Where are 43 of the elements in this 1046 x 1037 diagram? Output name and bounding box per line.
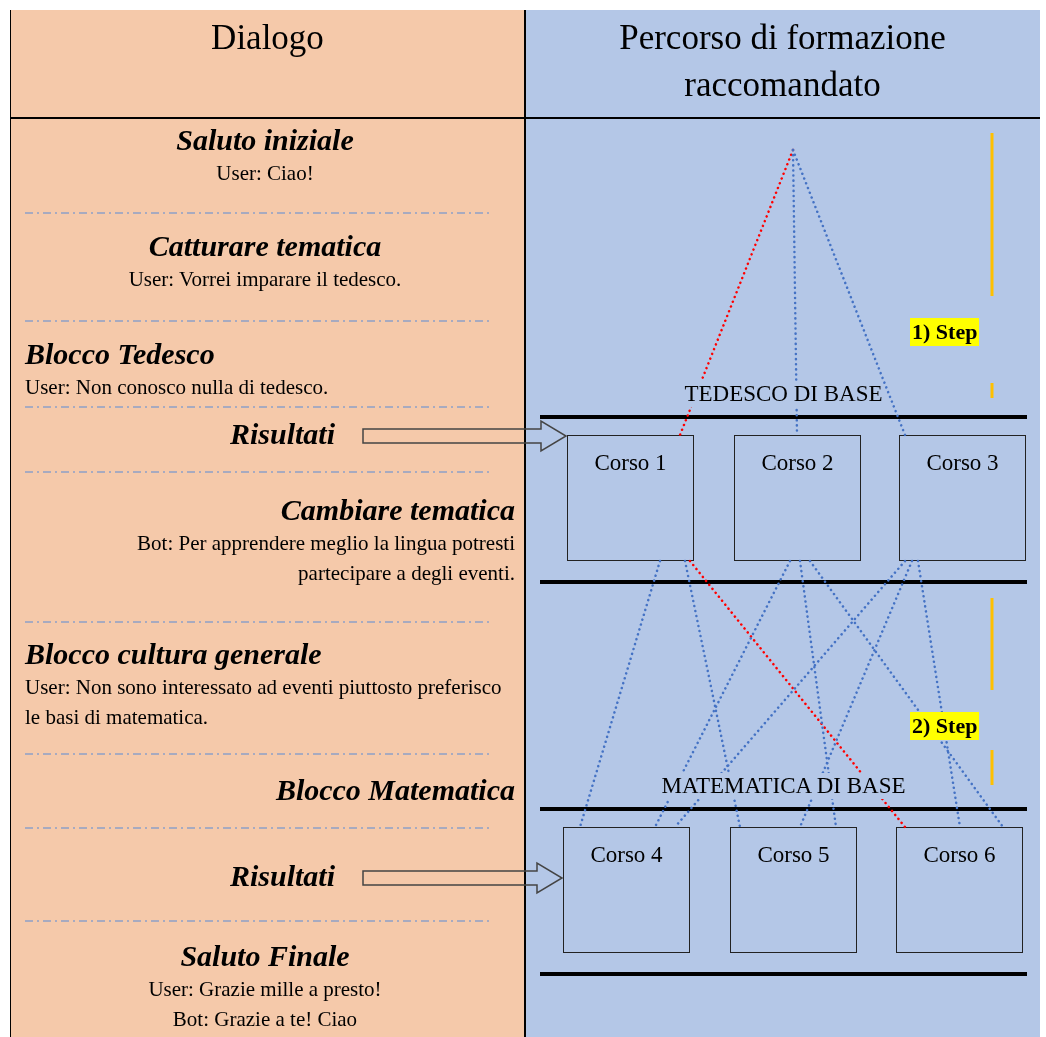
course-box	[734, 435, 861, 561]
level-title: MATEMATICA DI BASE	[661, 773, 906, 799]
block-arrow	[362, 419, 568, 453]
dotted-connector	[791, 148, 907, 437]
course-level-band	[540, 381, 1027, 584]
dialogue-text: User: Grazie mille a presto!	[147, 976, 383, 1003]
section-heading: Saluto Finale	[179, 938, 351, 974]
course-title: Corso 5	[756, 842, 831, 868]
dialogue-text: Bot: Per apprendere meglio la lingua potresti partecipare a degli eventi.	[136, 530, 515, 587]
course-box	[567, 435, 694, 561]
step-label: 2) Step	[910, 712, 980, 740]
dialogue-text: User: Ciao!	[215, 160, 315, 187]
section-heading: Blocco Tedesco	[25, 336, 216, 372]
course-box	[563, 827, 690, 953]
table-column	[525, 10, 1040, 1037]
dotted-connector	[808, 559, 1005, 829]
dotted-connector	[578, 559, 662, 829]
dialogue-text: Bot: Grazie a te! Ciao	[171, 1006, 359, 1033]
course-title: Corso 6	[922, 842, 997, 868]
step-label: 1) Step	[910, 318, 980, 346]
dialogue-text: User: Non conosco nulla di tedesco.	[25, 374, 330, 401]
column-header: Percorso di formazione raccomandato	[618, 17, 947, 106]
course-title: Corso 3	[925, 450, 1000, 476]
level-title: TEDESCO DI BASE	[684, 381, 883, 407]
section-heading: Catturare tematica	[147, 228, 383, 264]
dotted-connector	[653, 559, 792, 829]
dotted-connector	[798, 559, 914, 829]
course-box	[730, 827, 857, 953]
dialogue-text: User: Vorrei imparare il tedesco.	[127, 266, 403, 293]
course-title: Corso 1	[593, 450, 668, 476]
block-arrow	[362, 861, 564, 895]
section-heading: Saluto iniziale	[175, 122, 355, 158]
section-heading: Blocco cultura generale	[25, 636, 323, 672]
column-header: Dialogo	[210, 17, 325, 59]
course-box	[896, 827, 1023, 953]
dialogue-text: User: Non sono interessato ad eventi piuttosto preferisco le basi di matematica.	[25, 674, 503, 731]
section-heading: Cambiare tematica	[279, 492, 515, 528]
course-title: Corso 4	[589, 842, 664, 868]
dotted-connector	[683, 559, 742, 829]
course-title: Corso 2	[760, 450, 835, 476]
table-column	[10, 10, 525, 1037]
course-box	[899, 435, 1026, 561]
course-level-band	[540, 773, 1027, 976]
